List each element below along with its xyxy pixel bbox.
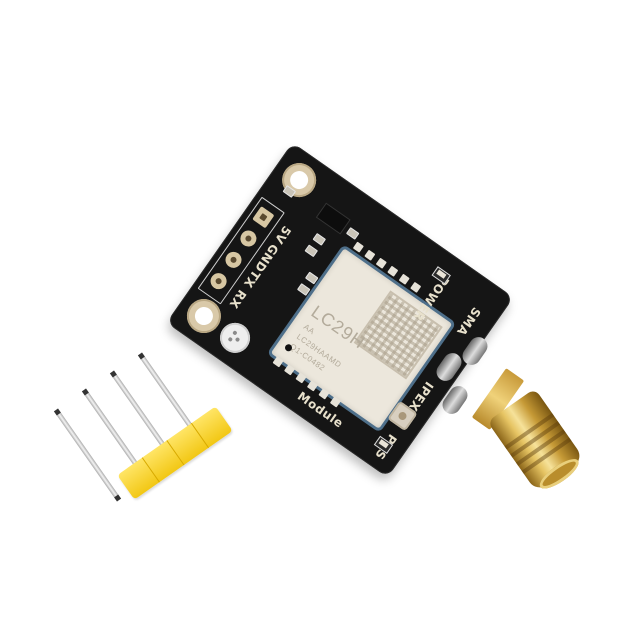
header-plastic-block xyxy=(117,406,233,500)
header-pin xyxy=(53,408,122,502)
pin-header xyxy=(53,352,233,540)
